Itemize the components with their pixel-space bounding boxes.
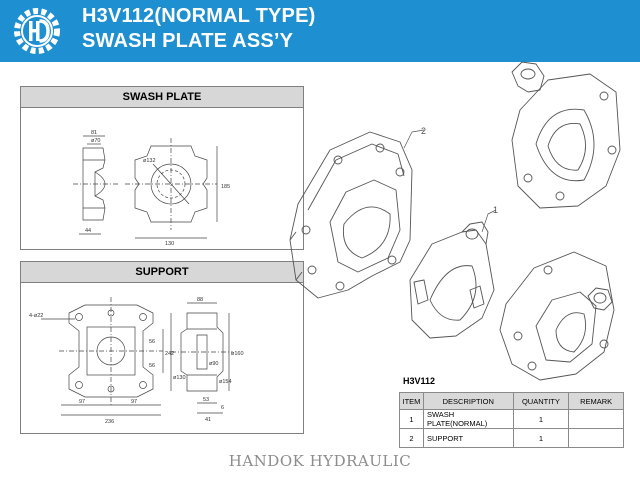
dim-label: 56 [149,339,155,345]
dim-label: 81 [91,130,97,136]
callout-1: 1 [493,205,498,215]
bom-cell-item: 2 [399,428,424,448]
assembly-view-top-illustration [511,61,621,209]
bom-header-row: ITEM DESCRIPTION QUANTITY REMARK [399,392,624,410]
bom-header-item: ITEM [399,392,424,410]
assembly-view-bottom-illustration [499,251,615,381]
bom-header-description: DESCRIPTION [422,392,514,410]
dim-label: 242 [165,351,174,357]
dim-label: 53 [203,397,209,403]
support-drawing: 4-ø22 88 56 56 242 97 97 236 ø130 ø90 ø1… [29,297,244,425]
dim-label: ø160 [231,351,244,357]
bom-header-quantity: QUANTITY [512,392,570,410]
bom-cell-remark [568,428,624,448]
dim-label: 44 [85,228,91,234]
table-row: 1 SWASH PLATE(NORMAL) 1 [399,409,624,429]
swash-plate-part-illustration [409,221,495,339]
dim-label: 97 [79,399,85,405]
handok-logo-icon [14,8,60,54]
bom-cell-description: SWASH PLATE(NORMAL) [422,409,514,429]
dim-label: 56 [149,363,155,369]
swash-plate-drawing: 81 ø70 ø132 185 44 130 [73,130,230,247]
bom-model-label: H3V112 [403,376,436,386]
dim-label: 4-ø22 [29,313,43,319]
bom-cell-quantity: 1 [512,409,570,429]
footer-brand: HANDOK HYDRAULIC [228,452,412,470]
header-banner: H3V112(NORMAL TYPE) SWASH PLATE ASS’Y [0,0,640,62]
bom-cell-item: 1 [399,409,424,429]
page-title-line-1: H3V112(NORMAL TYPE) [82,5,316,27]
bom-table: ITEM DESCRIPTION QUANTITY REMARK 1 SWASH… [399,392,624,448]
dim-label: ø70 [91,138,100,144]
swash-plate-panel-title: SWASH PLATE [21,87,303,108]
bom-cell-quantity: 1 [512,428,570,448]
bom-cell-remark [568,409,624,429]
dim-label: 236 [105,419,114,425]
dim-label: 88 [197,297,203,303]
support-panel-title: SUPPORT [21,262,303,283]
table-row: 2 SUPPORT 1 [399,428,624,448]
dim-label: 41 [205,417,211,423]
dim-label: 185 [221,184,230,190]
dim-label: 6 [221,405,224,411]
dim-label: 130 [165,241,174,247]
callout-2: 2 [421,126,426,136]
dim-label: 97 [131,399,137,405]
support-panel: SUPPORT [20,261,304,434]
dim-label: ø130 [173,375,186,381]
bom-header-remark: REMARK [568,392,624,410]
dim-label: ø90 [209,361,218,367]
bom-cell-description: SUPPORT [422,428,514,448]
support-part-illustration [289,131,413,299]
dim-label: ø154 [219,379,232,385]
swash-plate-panel: SWASH PLATE 81 ø70 ø132 1 [20,86,304,250]
dim-label: ø132 [143,158,156,164]
page-title-line-2: SWASH PLATE ASS’Y [82,30,294,52]
